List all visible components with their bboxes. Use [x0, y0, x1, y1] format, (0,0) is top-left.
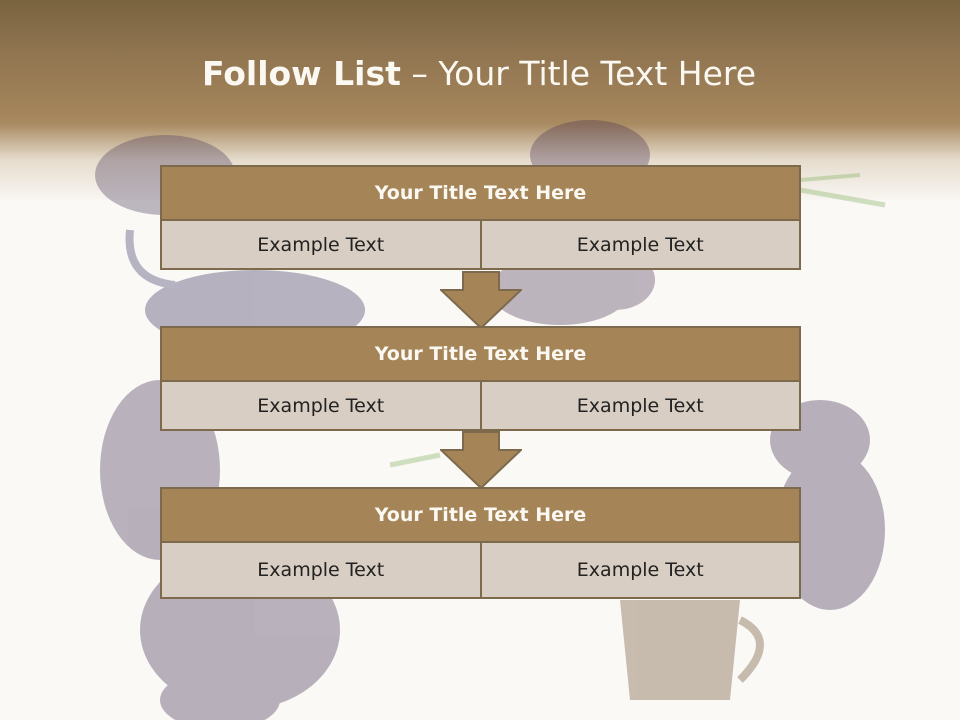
block-cell-right: Example Text	[479, 543, 801, 599]
title-rest: Your Title Text Here	[438, 54, 757, 93]
block-3: Your Title Text Here Example Text Exampl…	[160, 487, 801, 599]
block-row: Example Text Example Text	[160, 382, 801, 431]
block-1: Your Title Text Here Example Text Exampl…	[160, 165, 801, 270]
block-cell-right: Example Text	[479, 382, 801, 431]
block-title: Your Title Text Here	[160, 326, 801, 382]
block-cell-left: Example Text	[160, 382, 482, 431]
block-title: Your Title Text Here	[160, 487, 801, 543]
title-bold: Follow List	[202, 54, 401, 93]
block-row: Example Text Example Text	[160, 543, 801, 599]
block-title: Your Title Text Here	[160, 165, 801, 221]
down-arrow-icon	[440, 431, 522, 489]
block-row: Example Text Example Text	[160, 221, 801, 270]
block-cell-left: Example Text	[160, 543, 482, 599]
block-cell-left: Example Text	[160, 221, 482, 270]
title-separator: –	[400, 54, 439, 93]
block-cell-right: Example Text	[479, 221, 801, 270]
block-2: Your Title Text Here Example Text Exampl…	[160, 326, 801, 431]
down-arrow-icon	[440, 271, 522, 329]
page-title: Follow List – Your Title Text Here	[202, 54, 756, 93]
